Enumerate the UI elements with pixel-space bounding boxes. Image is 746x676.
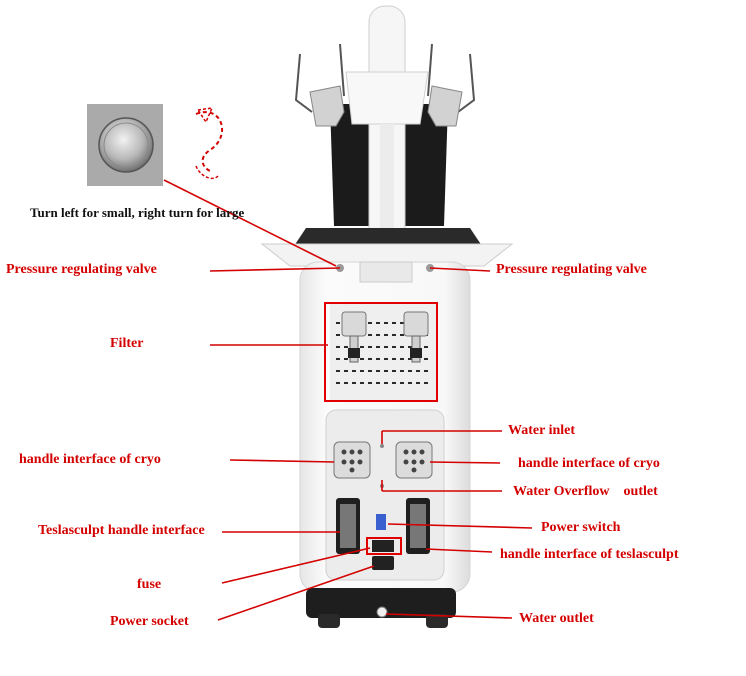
label-handle-cryo-right: handle interface of cryo (518, 456, 660, 471)
label-water-overflow: Water Overflow outlet (513, 484, 658, 499)
label-power-socket: Power socket (110, 614, 189, 629)
teslasculpt-connectors (336, 498, 430, 570)
label-handle-teslasculpt: handle interface of teslasculpt (500, 547, 679, 562)
valve-knob-closeup (87, 104, 163, 186)
label-handle-cryo-left: handle interface of cryo (19, 452, 161, 467)
leader-lines (163, 179, 533, 621)
label-water-outlet: Water outlet (519, 611, 594, 626)
label-fuse: fuse (137, 577, 162, 592)
label-filter: Filter (110, 336, 144, 351)
label-pressure-valve-right: Pressure regulating valve (496, 262, 647, 277)
hint-text: Turn left for small, right turn for larg… (30, 205, 245, 220)
fuse-highlight-box (366, 537, 402, 555)
filter-canisters (341, 311, 429, 363)
machine (260, 5, 514, 628)
label-power-switch: Power switch (541, 520, 621, 535)
rotate-arrow-icon (195, 107, 224, 180)
label-pressure-valve-left: Pressure regulating valve (6, 262, 157, 277)
label-water-inlet: Water inlet (508, 423, 576, 438)
cryo-connectors (333, 441, 433, 488)
label-teslasculpt-handle: Teslasculpt handle interface (38, 523, 205, 538)
filter-highlight-box (324, 302, 438, 402)
